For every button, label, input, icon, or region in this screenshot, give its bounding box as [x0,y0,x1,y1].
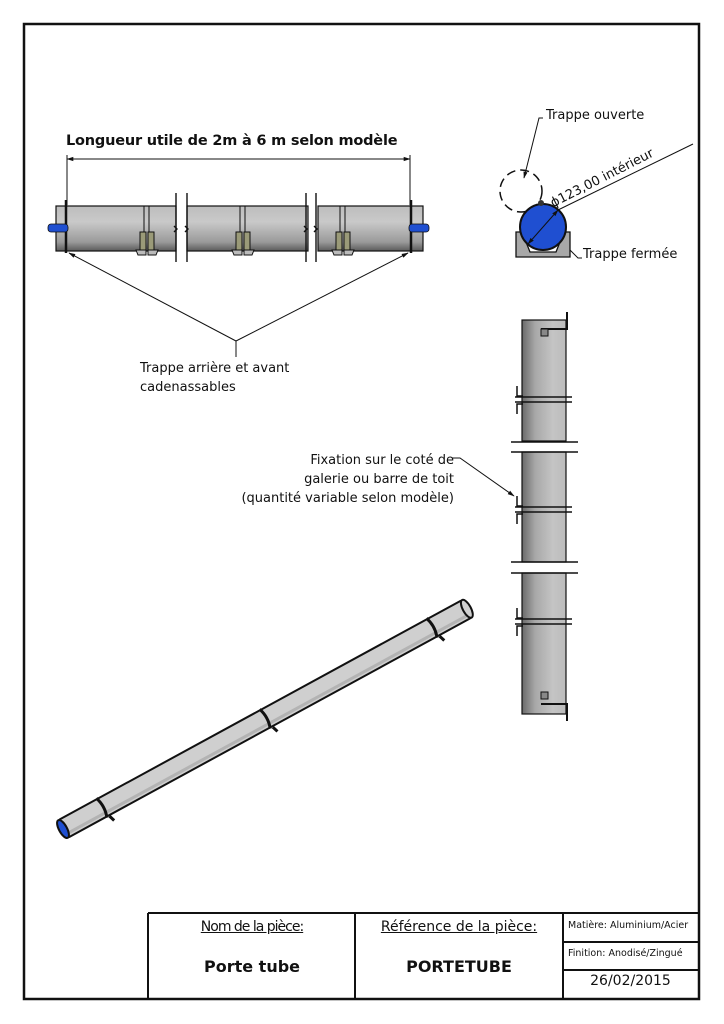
mounting-callout: Fixation sur le coté de galerie ou barre… [241,451,454,508]
top-view [47,155,430,357]
lock-right-icon [408,223,430,233]
part-name-value: Porte tube [203,957,301,976]
hatch-callout-line-2: cadenassables [140,380,236,395]
title-block: Nom de la pièce: Porte tube Référence de… [148,913,699,999]
tube-isometric [57,599,472,839]
material-cell: Matière: Aluminium/Acier [562,913,699,943]
side-view [452,312,578,721]
material-value: Matière: Aluminium/Acier [568,920,689,931]
isometric-view [56,598,474,839]
part-name-cell: Nom de la pièce: Porte tube [148,913,356,999]
part-ref-header: Référence de la pièce: [380,919,538,935]
hatch-callout-line-1: Trappe arrière et avant [140,361,290,376]
date-cell: 26/02/2015 [562,969,699,999]
section-view [499,117,694,259]
closed-hatch-label: Trappe fermée [583,247,678,262]
tube-end-cap [56,819,70,839]
clamp-3 [331,205,355,256]
clamp-1 [135,205,159,256]
sheet-frame [22,22,701,1001]
date-value: 26/02/2015 [590,973,671,989]
tube-vertical-bottom [521,572,567,715]
hatch-callout: Trappe arrière et avant cadenassables [140,359,289,397]
mounting-callout-line-3: (quantité variable selon modèle) [241,491,454,506]
hatch-open-outline [499,169,543,213]
clamp-2 [231,205,255,256]
open-hatch-label: Trappe ouverte [546,108,645,123]
finish-value: Finition: Anodisé/Zingué [568,948,683,959]
part-ref-cell: Référence de la pièce: PORTETUBE [354,913,564,999]
part-name-header: Nom de la pièce: [200,919,304,935]
lock-left-icon [47,223,69,233]
part-ref-value: PORTETUBE [406,957,512,976]
tube-segment-left [55,205,177,252]
tube-segment-right [317,205,424,252]
length-dimension-label: Longueur utile de 2m à 6 m selon modèle [66,133,398,149]
finish-cell: Finition: Anodisé/Zingué [562,941,699,971]
mounting-callout-line-2: galerie ou barre de toit [304,472,454,487]
mounting-callout-line-1: Fixation sur le coté de [310,453,454,468]
tube-vertical-top [521,319,567,442]
